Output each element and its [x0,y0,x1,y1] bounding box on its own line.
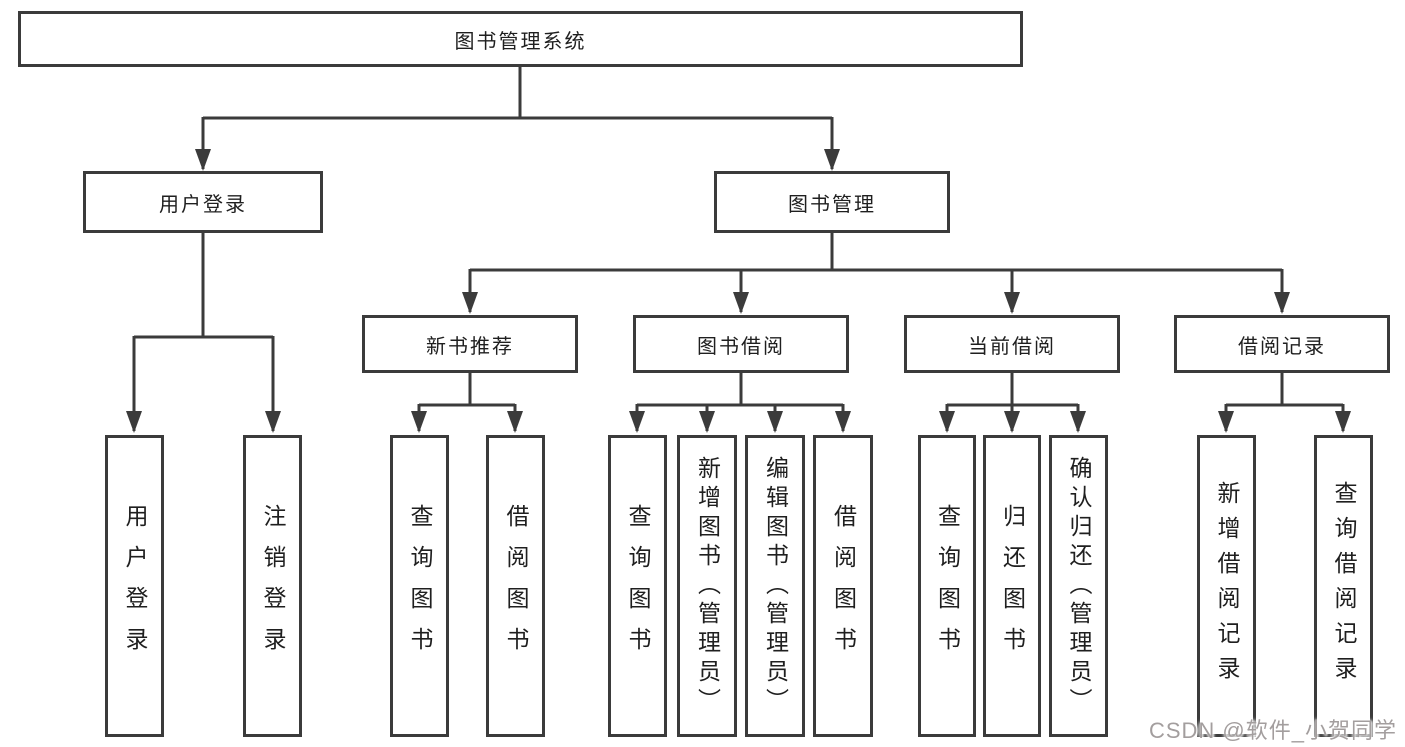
leaf-br-query-record: 查询借阅记录 [1314,435,1373,737]
leaf-cb-return-books: 归还图书 [983,435,1041,737]
leaf-logout: 注销登录 [243,435,302,737]
leaf-bb-borrow-books-label: 借阅图书 [830,504,857,668]
leaf-bb-edit-books: 编辑图书（管理员） [745,435,805,737]
node-current-borrow: 当前借阅 [904,315,1120,373]
connector-rec-bar [419,373,515,407]
leaf-rec-query-books: 查询图书 [390,435,449,737]
node-borrow-record: 借阅记录 [1174,315,1390,373]
leaf-user-login-label: 用户登录 [122,504,148,668]
node-book-mgmt: 图书管理 [714,171,950,233]
leaf-cb-confirm-return: 确认归还（管理员） [1049,435,1108,737]
leaf-br-add-record: 新增借阅记录 [1197,435,1256,737]
node-new-book-rec: 新书推荐 [362,315,578,373]
leaf-user-login: 用户登录 [105,435,164,737]
leaf-cb-return-books-label: 归还图书 [999,504,1026,668]
leaf-rec-query-books-label: 查询图书 [407,504,433,668]
leaf-logout-label: 注销登录 [260,504,286,668]
node-root: 图书管理系统 [18,11,1023,67]
connector-br-bar [1226,373,1343,407]
connector-login-bar [134,233,273,339]
connector-root-bar [203,67,832,120]
connector-cb-bar [947,373,1078,407]
leaf-bb-edit-books-label: 编辑图书（管理员） [762,455,789,717]
leaf-bb-add-books-label: 新增图书（管理员） [694,455,721,717]
leaf-cb-query-books-label: 查询图书 [934,504,961,668]
leaf-bb-borrow-books: 借阅图书 [813,435,873,737]
leaf-br-query-record-label: 查询借阅记录 [1331,481,1357,691]
leaf-cb-confirm-return-label: 确认归还（管理员） [1066,455,1092,717]
leaf-rec-borrow-books: 借阅图书 [486,435,545,737]
node-book-borrow: 图书借阅 [633,315,849,373]
connector-bb-bar [637,373,843,407]
leaf-cb-query-books: 查询图书 [918,435,976,737]
csdn-watermark: CSDN @软件_小贺同学 [1148,718,1397,743]
leaf-br-add-record-label: 新增借阅记录 [1214,481,1240,691]
connector-mgmt-bar [470,233,1282,272]
leaf-bb-add-books: 新增图书（管理员） [677,435,737,737]
leaf-rec-borrow-books-label: 借阅图书 [503,504,529,668]
node-user-login: 用户登录 [83,171,323,233]
leaf-bb-query-books-label: 查询图书 [625,504,651,668]
leaf-bb-query-books: 查询图书 [608,435,667,737]
